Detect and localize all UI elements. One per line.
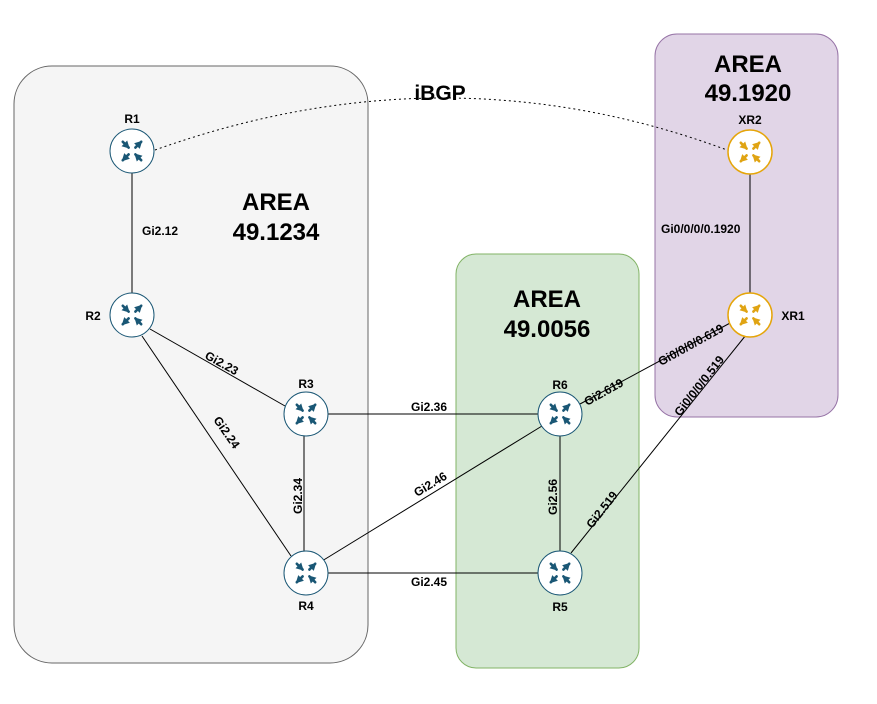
router-arrow-head	[752, 154, 761, 163]
label-gi0-0-0-0-1920: Gi0/0/0/0.1920	[661, 222, 741, 236]
links	[131, 173, 751, 574]
router-arrow-head	[308, 575, 317, 584]
link-r6-xr1	[579, 321, 733, 405]
router-r1[interactable]: R1	[109, 112, 155, 174]
area-49-1234-number: 49.1234	[233, 219, 320, 246]
area-49-0056-box	[455, 253, 640, 669]
router-arrow-head	[308, 403, 317, 412]
router-arrow-head	[549, 575, 558, 584]
cisco-router-icon	[109, 128, 155, 174]
router-r2[interactable]: R2	[85, 292, 155, 338]
router-body	[537, 550, 583, 596]
router-arrow-head	[308, 416, 317, 425]
router-arrow-head	[562, 403, 571, 412]
cisco-router-icon	[109, 292, 155, 338]
router-r3[interactable]: R3	[283, 377, 329, 437]
router-arrow-head	[308, 562, 317, 571]
router-body	[109, 128, 155, 174]
label-gi2-12: Gi2.12	[142, 224, 178, 238]
router-body	[109, 292, 155, 338]
link-r5-xr1	[570, 334, 747, 554]
area-49-1234-box	[13, 65, 369, 664]
router-arrow-head	[739, 154, 748, 163]
router-arrow-head	[134, 317, 143, 326]
router-body	[283, 391, 329, 437]
router-arrow-head	[549, 403, 558, 412]
area-49-1920-number: 49.1920	[705, 80, 792, 107]
router-r4[interactable]: R4	[283, 550, 329, 613]
area-49-1920: AREA 49.1920	[654, 33, 839, 418]
area-49-0056: AREA 49.0056	[455, 253, 640, 669]
label-gi2-45: Gi2.45	[411, 575, 447, 589]
router-arrow-head	[562, 416, 571, 425]
router-arrow-head	[121, 140, 130, 149]
router-label-r5: R5	[552, 600, 568, 614]
router-arrow-head	[121, 304, 130, 313]
router-body	[537, 391, 583, 437]
cisco-router-icon	[537, 550, 583, 596]
link-r2-r3	[149, 328, 286, 407]
router-arrow-head	[134, 153, 143, 162]
area-49-1920-title: AREA	[714, 51, 782, 78]
area-49-0056-number: 49.0056	[504, 316, 591, 343]
router-r6[interactable]: R6	[537, 378, 583, 437]
link-r4-r6	[321, 425, 543, 562]
area-49-1920-box	[654, 33, 839, 418]
router-xr1[interactable]: XR1	[727, 292, 805, 338]
router-arrow-head	[562, 562, 571, 571]
router-label-r3: R3	[298, 377, 314, 391]
router-body	[283, 550, 329, 596]
cisco-router-icon	[283, 550, 329, 596]
router-r5[interactable]: R5	[537, 550, 583, 614]
cisco-router-icon	[537, 391, 583, 437]
router-arrow-head	[134, 304, 143, 313]
link-r2-r4	[141, 335, 292, 557]
router-label-r1: R1	[124, 112, 140, 126]
router-arrow-head	[295, 403, 304, 412]
router-arrow-head	[121, 317, 130, 326]
area-49-1234: AREA 49.1234	[13, 65, 369, 664]
cisco-router-icon	[283, 391, 329, 437]
router-arrow-head	[134, 140, 143, 149]
xr-router-icon	[727, 129, 773, 175]
router-arrow-head	[739, 317, 748, 326]
xr-router-icon	[727, 292, 773, 338]
router-arrow-head	[739, 304, 748, 313]
router-body	[727, 129, 773, 175]
router-arrow-head	[549, 416, 558, 425]
router-label-r2: R2	[85, 309, 101, 323]
label-gi2-34: Gi2.34	[291, 478, 305, 514]
router-label-xr2: XR2	[738, 113, 762, 127]
router-arrow-head	[562, 575, 571, 584]
router-label-r4: R4	[298, 599, 314, 613]
router-label-r6: R6	[552, 378, 568, 392]
router-label-xr1: XR1	[781, 309, 805, 323]
router-body	[727, 292, 773, 338]
router-xr2[interactable]: XR2	[727, 113, 773, 175]
area-49-1234-title: AREA	[242, 189, 310, 216]
router-arrow-head	[752, 141, 761, 150]
router-arrow-head	[295, 562, 304, 571]
label-gi2-36: Gi2.36	[411, 400, 447, 414]
router-arrow-head	[295, 575, 304, 584]
label-gi2-56: Gi2.56	[546, 479, 560, 515]
ibgp-session-r1-xr2	[154, 97, 728, 151]
router-arrow-head	[752, 304, 761, 313]
area-49-0056-title: AREA	[513, 286, 581, 313]
router-arrow-head	[295, 416, 304, 425]
ibgp-label: iBGP	[414, 82, 465, 105]
router-arrow-head	[121, 153, 130, 162]
router-arrow-head	[549, 562, 558, 571]
router-arrow-head	[739, 141, 748, 150]
router-arrow-head	[752, 317, 761, 326]
